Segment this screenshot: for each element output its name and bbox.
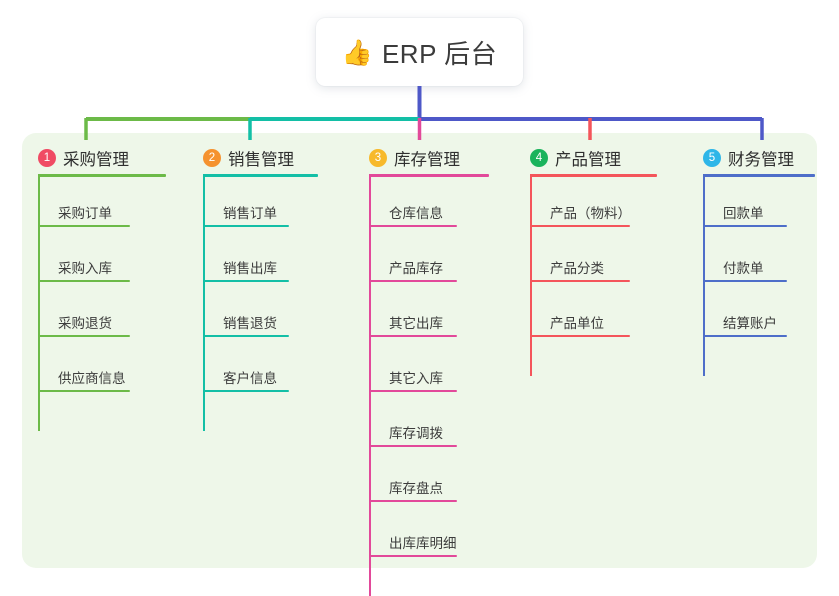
branch-underline [530, 174, 657, 177]
branch-title: 采购管理 [63, 151, 129, 169]
leaf-underline [38, 390, 130, 392]
leaf-node[interactable]: 库存盘点 [369, 447, 487, 502]
leaf-label: 出库库明细 [389, 536, 457, 551]
leaf-node[interactable]: 销售出库 [203, 227, 319, 282]
branch-spine [38, 174, 40, 431]
leaf-node[interactable]: 其它入库 [369, 337, 487, 392]
leaf-underline [369, 500, 457, 502]
leaf-label: 产品（物料） [550, 206, 631, 221]
root-node-card[interactable]: 👍 ERP 后台 [316, 18, 523, 86]
leaf-label: 库存盘点 [389, 481, 443, 496]
branch-header-1[interactable]: 1 采购管理 [38, 146, 129, 170]
branch-badge-2: 2 [203, 149, 221, 167]
branch-badge-1: 1 [38, 149, 56, 167]
leaf-underline [38, 335, 130, 337]
leaf-node[interactable]: 采购退货 [38, 282, 160, 337]
leaf-underline [203, 225, 289, 227]
leaf-node[interactable]: 采购入库 [38, 227, 160, 282]
leaf-underline [369, 390, 457, 392]
branch-title: 销售管理 [228, 151, 294, 169]
branch-title: 财务管理 [728, 151, 794, 169]
branch-columns: 1 采购管理采购订单采购入库采购退货供应商信息 2 销售管理销售订单销售出库销售退货客… [22, 133, 817, 596]
leaf-underline [203, 335, 289, 337]
leaf-underline [203, 280, 289, 282]
leaf-label: 销售出库 [223, 261, 277, 276]
leaf-node[interactable]: 产品库存 [369, 227, 487, 282]
branch-header-4[interactable]: 4 产品管理 [530, 146, 621, 170]
leaf-underline [369, 280, 457, 282]
leaf-underline [203, 390, 289, 392]
leaf-node[interactable]: 付款单 [703, 227, 817, 282]
leaf-label: 其它出库 [389, 316, 443, 331]
leaf-node[interactable]: 出库库明细 [369, 502, 487, 557]
leaf-label: 销售订单 [223, 206, 277, 221]
branch-header-2[interactable]: 2 销售管理 [203, 146, 294, 170]
leaf-underline [369, 555, 457, 557]
leaf-node[interactable]: 产品分类 [530, 227, 660, 282]
leaf-underline [530, 280, 630, 282]
leaf-label: 仓库信息 [389, 206, 443, 221]
leaf-label: 销售退货 [223, 316, 277, 331]
leaf-label: 回款单 [723, 206, 764, 221]
branch-header-3[interactable]: 3 库存管理 [369, 146, 460, 170]
leaf-node[interactable]: 销售退货 [203, 282, 319, 337]
leaf-node[interactable]: 销售订单 [203, 172, 319, 227]
leaf-node[interactable]: 供应商信息 [38, 337, 160, 392]
branch-spine [703, 174, 705, 376]
leaf-underline [703, 335, 787, 337]
leaf-underline [38, 280, 130, 282]
leaf-label: 结算账户 [723, 316, 777, 331]
leaf-underline [530, 225, 630, 227]
branch-underline [369, 174, 489, 177]
leaf-label: 产品分类 [550, 261, 604, 276]
leaf-node[interactable]: 仓库信息 [369, 172, 487, 227]
branch-underline [203, 174, 318, 177]
diagram-panel [22, 133, 817, 568]
branch-title: 产品管理 [555, 151, 621, 169]
leaf-node[interactable]: 产品（物料） [530, 172, 660, 227]
branch-spine [530, 174, 532, 376]
leaf-label: 采购订单 [58, 206, 112, 221]
leaf-underline [369, 225, 457, 227]
branch-title: 库存管理 [394, 151, 460, 169]
branch-badge-3: 3 [369, 149, 387, 167]
branch-badge-5: 5 [703, 149, 721, 167]
leaf-node[interactable]: 库存调拨 [369, 392, 487, 447]
leaf-node[interactable]: 结算账户 [703, 282, 817, 337]
leaf-node[interactable]: 回款单 [703, 172, 817, 227]
leaf-label: 产品库存 [389, 261, 443, 276]
branch-spine [203, 174, 205, 431]
root-node-title: ERP 后台 [381, 38, 498, 69]
leaf-node[interactable]: 客户信息 [203, 337, 319, 392]
leaf-label: 库存调拨 [389, 426, 443, 441]
leaf-label: 采购退货 [58, 316, 112, 331]
leaf-label: 供应商信息 [58, 371, 126, 386]
branch-underline [38, 174, 166, 177]
leaf-label: 采购入库 [58, 261, 112, 276]
branch-underline [703, 174, 815, 177]
branch-header-5[interactable]: 5 财务管理 [703, 146, 794, 170]
leaf-node[interactable]: 其它出库 [369, 282, 487, 337]
leaf-underline [703, 280, 787, 282]
leaf-underline [369, 335, 457, 337]
leaf-label: 付款单 [723, 261, 764, 276]
leaf-underline [703, 225, 787, 227]
leaf-underline [369, 445, 457, 447]
branch-spine [369, 174, 371, 596]
leaf-label: 客户信息 [223, 371, 277, 386]
thumbs-up-icon: 👍 [341, 38, 373, 67]
leaf-label: 其它入库 [389, 371, 443, 386]
leaf-node[interactable]: 产品单位 [530, 282, 660, 337]
leaf-underline [38, 225, 130, 227]
leaf-label: 产品单位 [550, 316, 604, 331]
leaf-node[interactable]: 采购订单 [38, 172, 160, 227]
branch-badge-4: 4 [530, 149, 548, 167]
leaf-underline [530, 335, 630, 337]
